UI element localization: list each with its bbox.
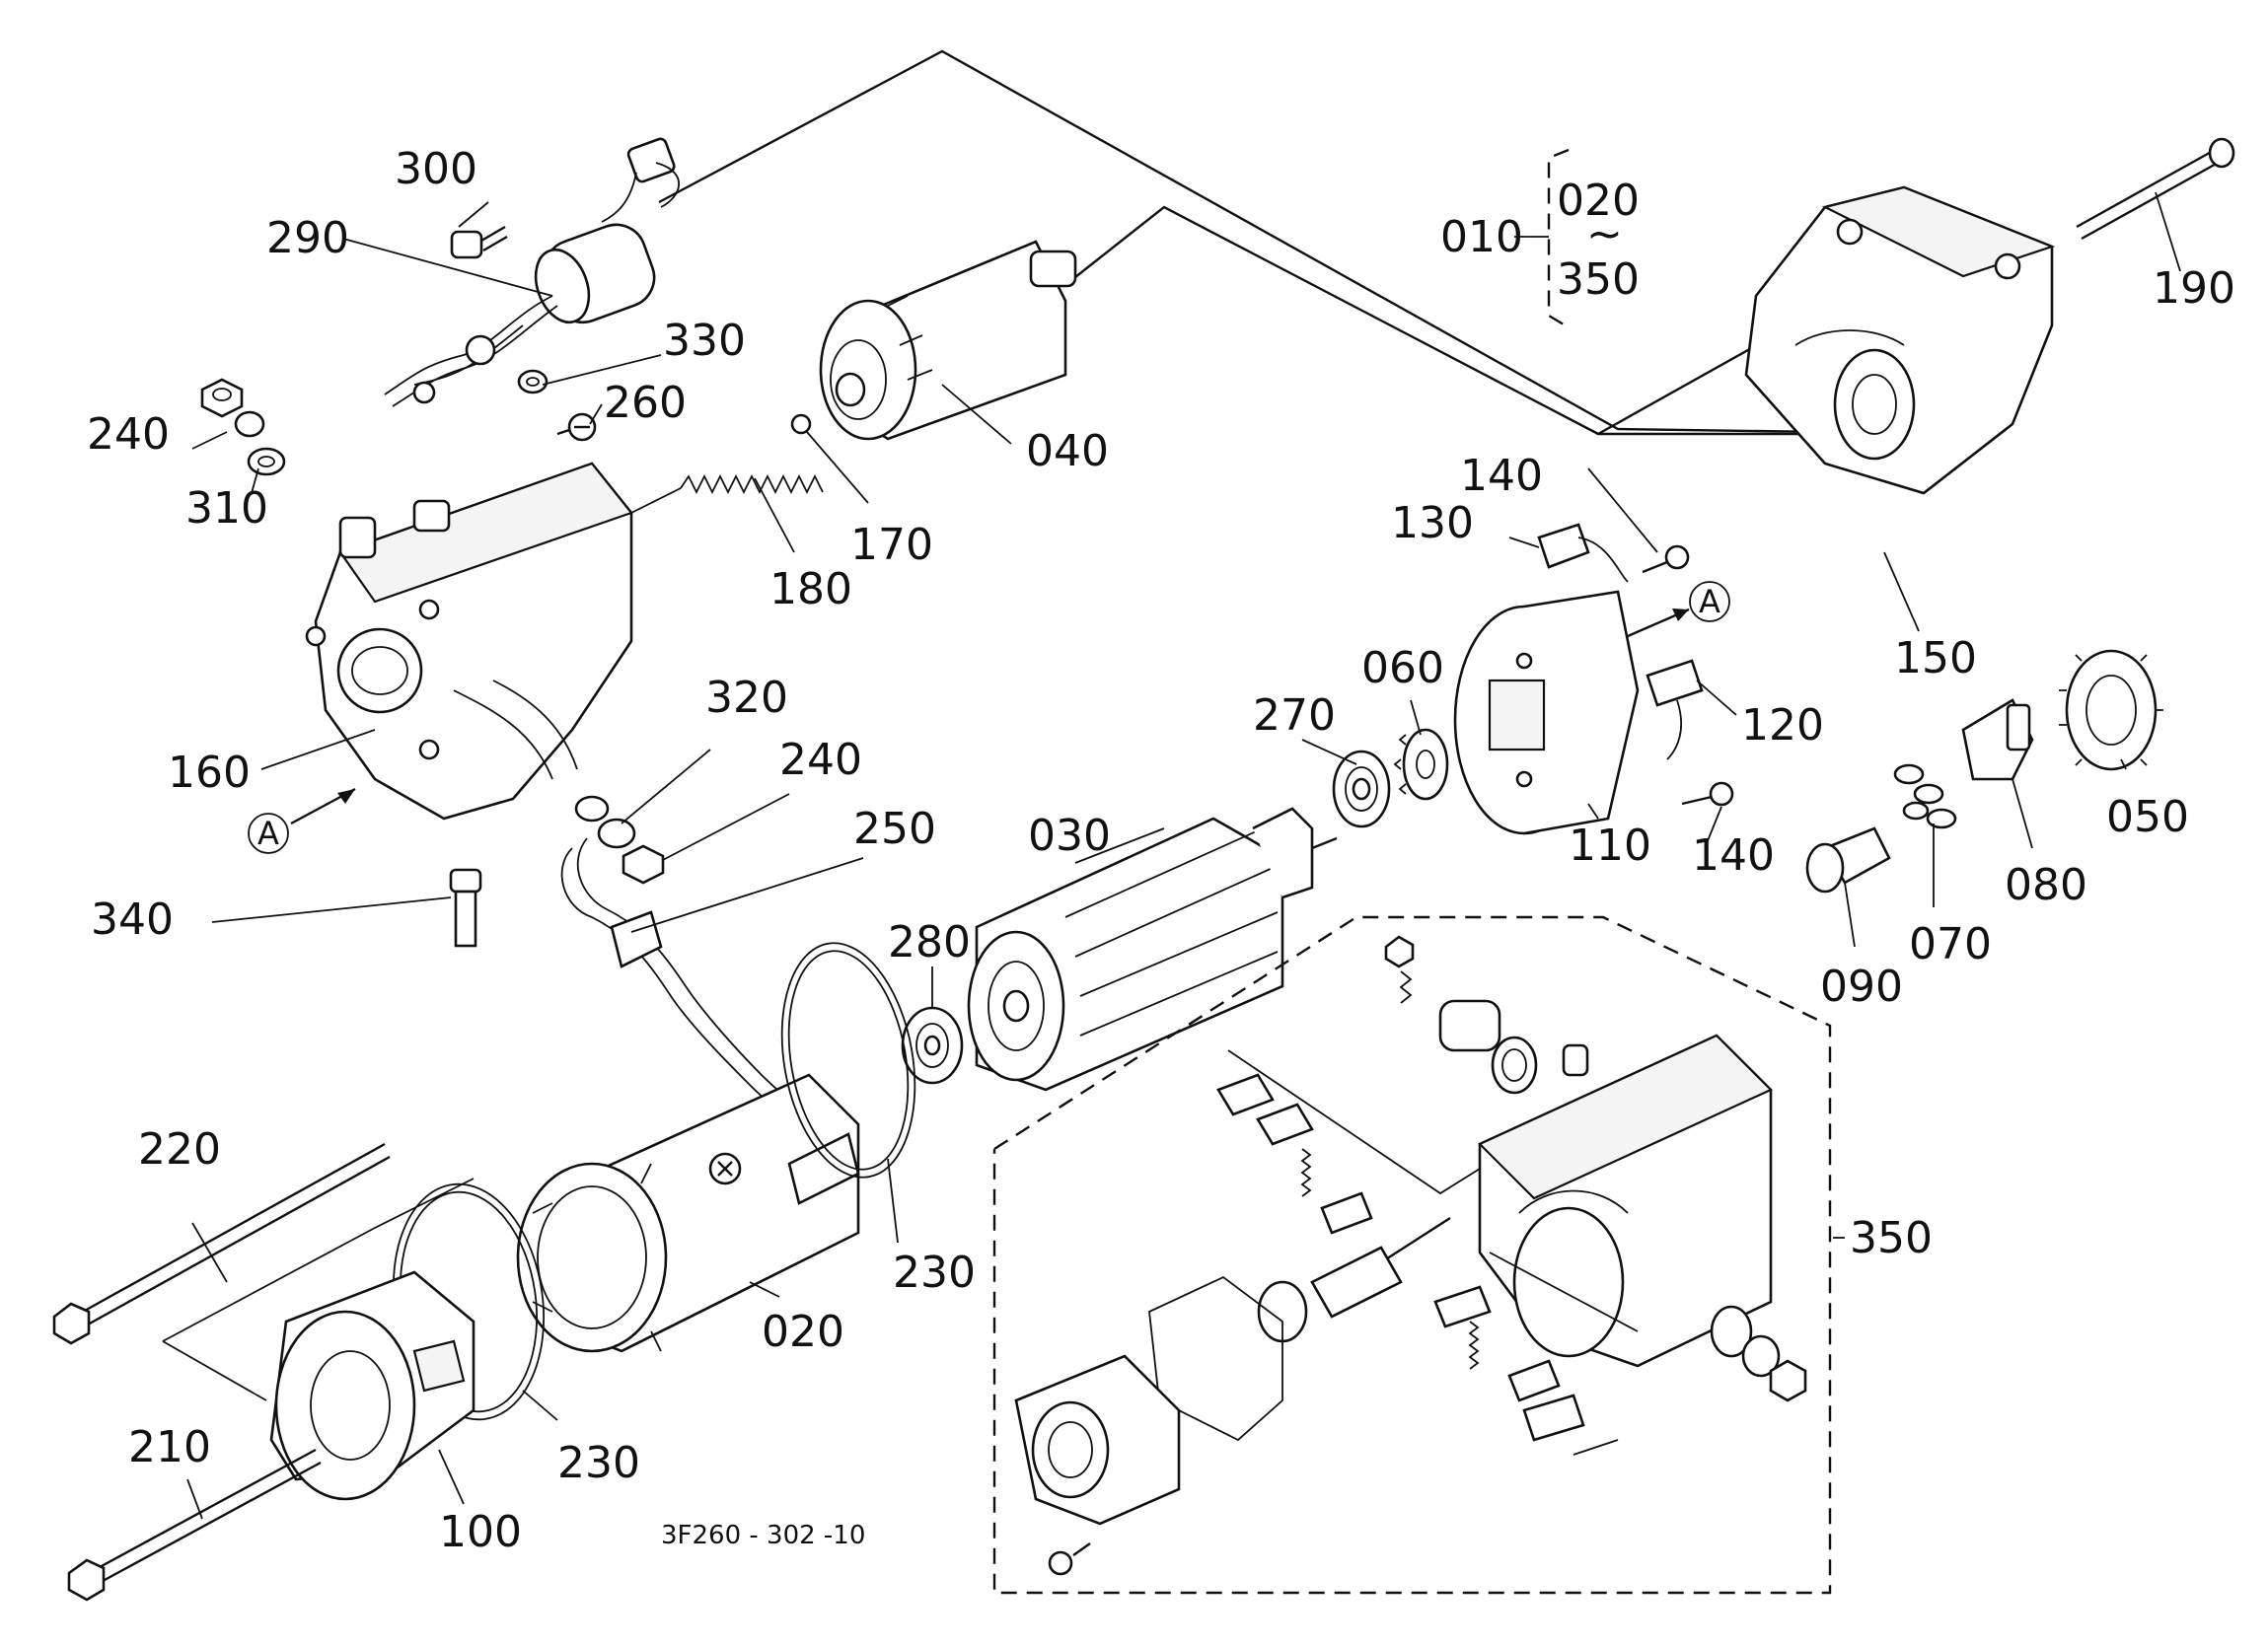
kit-350-outline-lines bbox=[1227, 1049, 1639, 1456]
callout-340: 340 bbox=[91, 895, 174, 945]
view-arrow-right: A bbox=[1627, 581, 1730, 638]
view-arrow-left: A bbox=[248, 787, 356, 854]
screw-300 bbox=[450, 225, 508, 259]
repair-kit-350-outline bbox=[992, 915, 1832, 1595]
screw-140-top bbox=[1642, 544, 1690, 574]
view-marker-label-right: A bbox=[1699, 583, 1720, 620]
view-marker-label-left: A bbox=[257, 815, 279, 852]
ball-170 bbox=[790, 413, 812, 435]
nut-240-lower bbox=[622, 844, 665, 885]
shaft-090 bbox=[1805, 826, 1891, 894]
kit-350-housing bbox=[1478, 1034, 1773, 1368]
gear-050 bbox=[2059, 649, 2163, 771]
bearing-280 bbox=[901, 1006, 964, 1085]
bolt-340 bbox=[449, 868, 482, 948]
callout-180: 180 bbox=[769, 564, 852, 614]
kit-350-solenoid-parts bbox=[1384, 935, 1589, 1095]
through-bolt-210 bbox=[67, 1448, 322, 1602]
nut-240 bbox=[200, 378, 244, 418]
callout-030: 030 bbox=[1028, 811, 1111, 861]
kit-350-contacts bbox=[1216, 1073, 1585, 1442]
long-bolt-190 bbox=[2076, 137, 2235, 241]
callout-080: 080 bbox=[2005, 860, 2087, 910]
spring-180 bbox=[630, 473, 824, 514]
rollers-070 bbox=[1893, 763, 1957, 829]
callout-labels: 300 290 330 260 240 310 040 180 170 160 … bbox=[87, 144, 2235, 1557]
pinion-gear-060 bbox=[1393, 728, 1449, 801]
callout-060: 060 bbox=[1361, 643, 1444, 693]
callout-220: 220 bbox=[138, 1124, 221, 1175]
drive-end-housing-160 bbox=[305, 462, 633, 821]
callout-090: 090 bbox=[1820, 962, 1903, 1012]
clutch-080 bbox=[1961, 698, 2034, 781]
solenoid-switch bbox=[384, 137, 681, 407]
front-housing-150 bbox=[1744, 185, 2056, 495]
callout-350: 350 bbox=[1850, 1213, 1933, 1263]
washer-310 bbox=[234, 410, 286, 476]
callout-330: 330 bbox=[663, 316, 746, 366]
callout-260: 260 bbox=[604, 378, 687, 428]
callout-230-lower: 230 bbox=[557, 1438, 640, 1488]
kit-350-washers bbox=[1710, 1305, 1807, 1402]
callout-160: 160 bbox=[168, 748, 251, 798]
callout-020: 020 bbox=[762, 1307, 844, 1357]
armature-030 bbox=[967, 807, 1338, 1092]
yoke-020 bbox=[516, 1073, 860, 1353]
overrunning-clutch-040 bbox=[819, 240, 1077, 441]
o-ring-230-upper bbox=[780, 942, 916, 1179]
leader-lines bbox=[186, 191, 2181, 1520]
brush-120 bbox=[1646, 659, 1704, 760]
washer-330 bbox=[517, 369, 549, 394]
callout-280: 280 bbox=[888, 917, 971, 967]
callout-130: 130 bbox=[1391, 498, 1474, 548]
callout-320: 320 bbox=[705, 673, 788, 723]
assembly-range-start: 020 bbox=[1557, 176, 1640, 226]
screw-140-bottom bbox=[1681, 781, 1734, 807]
kit-350-plunger bbox=[1257, 1216, 1451, 1343]
callout-300: 300 bbox=[395, 144, 477, 194]
callout-100: 100 bbox=[439, 1507, 522, 1557]
callout-150: 150 bbox=[1894, 633, 1977, 683]
callout-290: 290 bbox=[266, 213, 349, 263]
callout-170: 170 bbox=[850, 520, 933, 570]
callout-140-bottom: 140 bbox=[1692, 830, 1775, 881]
assembly-range-mark: ~ bbox=[1586, 209, 1623, 259]
callout-240-top: 240 bbox=[87, 409, 170, 460]
bearing-270 bbox=[1332, 750, 1391, 828]
callout-250: 250 bbox=[853, 804, 936, 854]
assembly-range-label: 010 020 ~ 350 bbox=[1440, 176, 1640, 305]
assembly-range-end: 350 bbox=[1557, 254, 1640, 305]
callout-110: 110 bbox=[1569, 821, 1651, 871]
through-bolt-220 bbox=[52, 1142, 391, 1345]
bolt-assembly-outline bbox=[162, 1178, 475, 1401]
callout-190: 190 bbox=[2153, 263, 2235, 314]
brush-130 bbox=[1537, 523, 1629, 583]
assembly-bracket-010 bbox=[1514, 148, 1570, 329]
screw-260 bbox=[556, 412, 597, 442]
assembly-number: 010 bbox=[1440, 212, 1523, 262]
brush-holder-110 bbox=[1453, 590, 1640, 835]
callout-120: 120 bbox=[1741, 700, 1824, 751]
kit-350-screw bbox=[1048, 1542, 1091, 1576]
callout-070: 070 bbox=[1909, 919, 1992, 969]
callout-270: 270 bbox=[1253, 690, 1336, 741]
washer-320 bbox=[574, 795, 636, 849]
kit-350-cover-gasket bbox=[1014, 1275, 1283, 1526]
rear-cover-100 bbox=[269, 1270, 476, 1501]
callout-240-mid: 240 bbox=[779, 735, 862, 785]
callout-230-upper: 230 bbox=[893, 1248, 976, 1298]
callout-050: 050 bbox=[2106, 792, 2189, 842]
callout-140-top: 140 bbox=[1460, 451, 1543, 501]
callout-210: 210 bbox=[128, 1422, 211, 1472]
callout-040: 040 bbox=[1026, 426, 1109, 476]
callout-310: 310 bbox=[185, 483, 268, 534]
drawing-code: 3F260 - 302 -10 bbox=[661, 1521, 865, 1550]
